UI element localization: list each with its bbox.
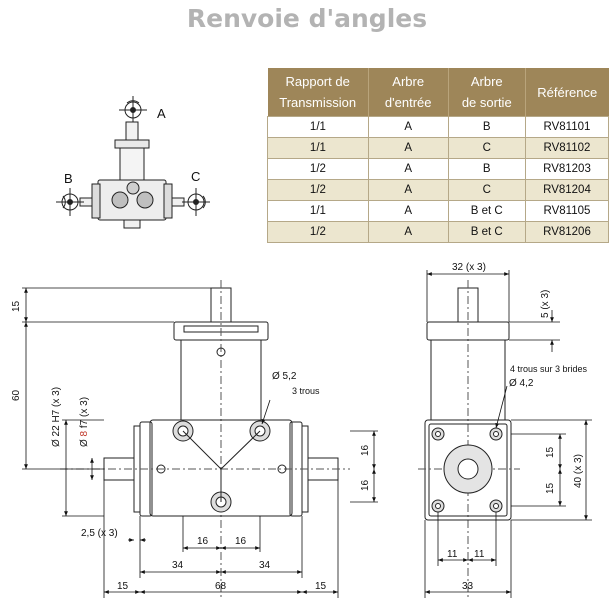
dim-side-15-lower: 15 [545,482,556,494]
dim-side-11-left: 11 [447,549,458,560]
dim-side-40: 40 (x 3) [573,454,584,488]
dim-bore: Ø 22 H7 (x 3) [51,387,62,447]
table-cell: C [447,137,526,159]
dim-hole-dia: Ø 5,2 [272,371,297,382]
page-title: Renvoie d'angles [186,4,428,33]
rotation-icon-a [119,96,147,124]
rotation-icon-b [56,188,84,216]
label-b: B [64,171,73,186]
dim-front-34-right: 34 [259,560,271,571]
dim-front-60: 60 [11,389,22,401]
dim-side-holes-note: 4 trous sur 3 brides [510,364,588,374]
table-cell: A [367,116,449,138]
front-view [60,280,350,598]
dim-front-15-right: 15 [315,581,327,592]
table-cell: 1/2 [267,221,369,243]
table-cell: 1/2 [267,158,369,180]
label-a: A [157,106,166,121]
dim-side-15-upper: 15 [545,446,556,458]
dim-front-15-top: 15 [11,300,22,312]
dim-side-5: 5 (x 3) [540,290,551,318]
table-cell: 1/1 [267,116,369,138]
table-cell: A [367,200,449,222]
table-cell: RV81105 [524,200,610,222]
side-view-dimensions [424,270,592,598]
dim-front-16-left: 16 [197,536,209,547]
table-cell: B et C [447,221,526,243]
table-cell: B [447,158,526,180]
table-cell: 1/1 [267,200,369,222]
dim-side-11-right: 11 [474,549,485,560]
table-cell: B et C [447,200,526,222]
dim-front-68: 68 [215,581,227,592]
dim-front-16-lower: 16 [360,479,371,491]
dim-front-34-left: 34 [172,560,184,571]
dim-front-16-upper: 16 [360,444,371,456]
dim-hole-count: 3 trous [292,386,320,396]
table-cell: RV81102 [524,137,610,159]
dim-side-32: 32 (x 3) [452,262,486,273]
dim-front-15-left: 15 [117,581,129,592]
table-cell: RV81203 [524,158,610,180]
label-c: C [191,169,200,184]
table-cell: RV81101 [524,116,610,138]
gearbox-schematic [56,96,210,229]
table-cell: 1/2 [267,179,369,201]
dim-shaft: Ø 8 f7 (x 3) [79,397,90,447]
dim-side-33: 33 [462,581,474,592]
rotation-icon-c [182,188,210,216]
dim-front-16-right: 16 [235,536,247,547]
table-cell: RV81206 [524,221,610,243]
header-reference: Référence [525,68,609,117]
side-view [418,280,520,600]
front-view-dimensions [22,287,378,598]
dim-flange: 2,5 (x 3) [81,528,118,539]
dim-side-hole-dia: Ø 4,2 [509,378,534,389]
table-cell: A [367,221,449,243]
table-cell: 1/1 [267,137,369,159]
